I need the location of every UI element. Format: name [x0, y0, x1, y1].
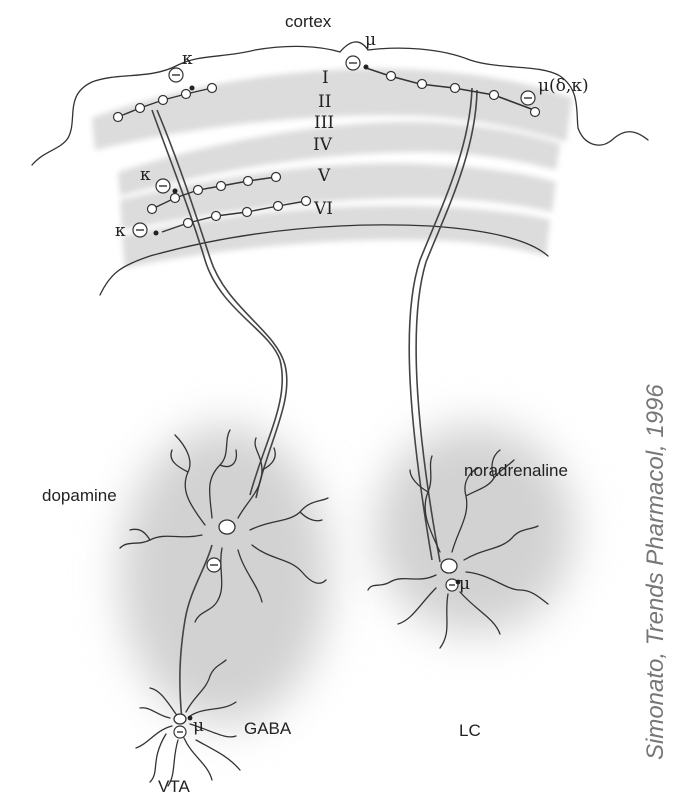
layer-iv-label: IV — [313, 135, 333, 155]
cortex-label: cortex — [285, 12, 332, 31]
mu-receptor-label-lc: μ — [459, 574, 470, 594]
lc-region-shading — [375, 425, 575, 635]
mu-receptor-label-top: μ — [365, 30, 376, 50]
vta-label: VTA — [158, 777, 190, 796]
kappa-receptor-label-top: κ — [182, 49, 193, 69]
noradrenaline-label: noradrenaline — [464, 461, 568, 480]
vta-region-shading — [120, 425, 330, 725]
inhibitory-synapse-kappa-top — [169, 68, 183, 82]
kappa-receptor-label-layer-v: κ — [140, 165, 151, 185]
kappa-receptor-label-layer-vi: κ — [115, 221, 126, 241]
inhibitory-synapse-gaba-neuron — [174, 726, 186, 738]
mu-delta-kappa-receptor-label: μ(δ,κ) — [538, 76, 589, 96]
inhibitory-synapse-dopamine-neuron — [207, 558, 221, 572]
layer-ii-label: II — [318, 92, 331, 112]
mu-receptor-label-gaba: μ — [193, 716, 204, 736]
layer-vi-label: VI — [313, 199, 333, 219]
inhibitory-synapse-mu-top — [346, 56, 360, 70]
credit-text: Simonato, Trends Pharmacol, 1996 — [642, 384, 669, 760]
gaba-label: GABA — [244, 719, 292, 738]
inhibitory-synapse-mu-delta-kappa — [521, 91, 535, 105]
inhibitory-synapse-layer-v — [156, 179, 170, 193]
layer-v-label: V — [317, 166, 331, 186]
layer-iii-label: III — [314, 113, 334, 133]
lc-label: LC — [459, 721, 481, 740]
inhibitory-synapse-layer-vi — [133, 223, 147, 237]
layer-i-label: I — [322, 68, 329, 88]
dopamine-label: dopamine — [42, 486, 117, 505]
